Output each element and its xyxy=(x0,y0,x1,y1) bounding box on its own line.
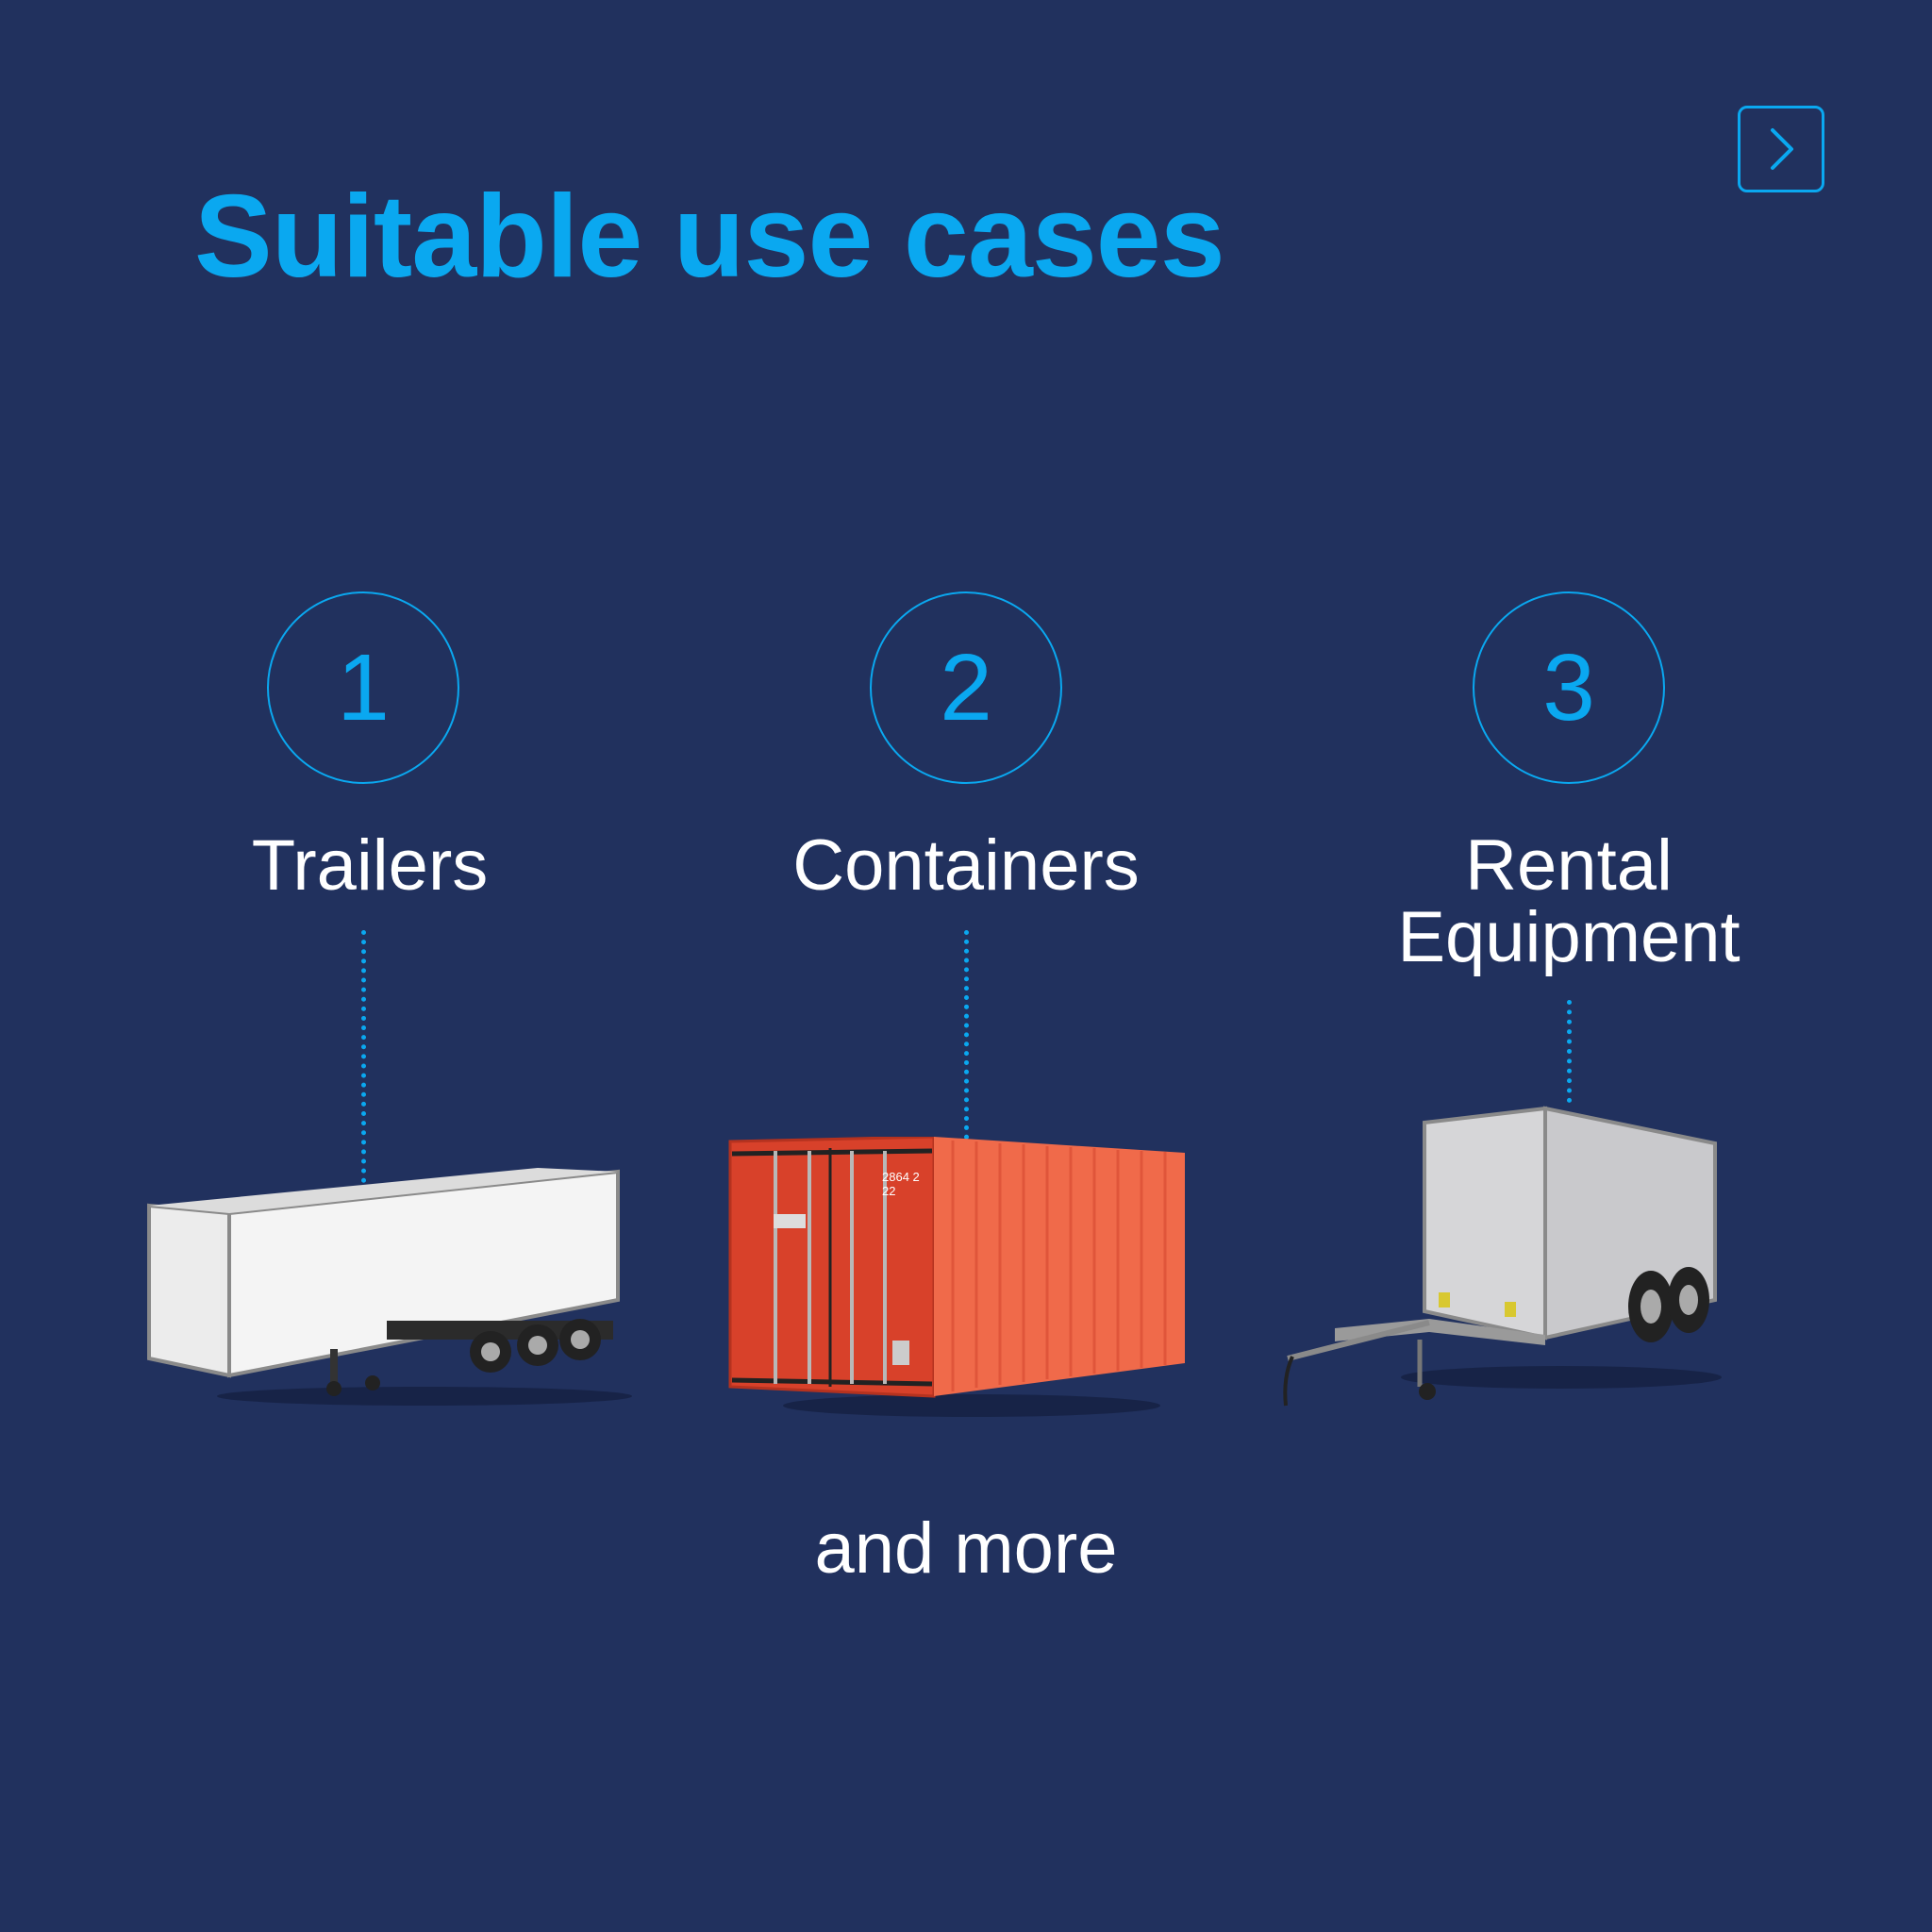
and-more-text: and more xyxy=(814,1508,1118,1589)
step-number-1: 1 xyxy=(267,591,459,784)
chevron-right-icon xyxy=(1771,128,1793,170)
box-trailer-image xyxy=(1283,1106,1722,1407)
use-case-label-rental-line2: Equipment xyxy=(1397,897,1740,977)
step-number-3: 3 xyxy=(1473,591,1665,784)
dotted-connector xyxy=(361,930,366,1183)
shipping-container-image: 2864 2 22 xyxy=(728,1137,1185,1417)
use-case-label-trailers: Trailers xyxy=(251,825,489,906)
use-case-label-containers: Containers xyxy=(792,825,1140,906)
container-id-line1: 2864 2 xyxy=(882,1170,920,1184)
dotted-connector xyxy=(964,930,969,1140)
use-case-label-rental-line1: Rental xyxy=(1465,825,1673,906)
semi-trailer-image xyxy=(147,1168,632,1406)
page-title: Suitable use cases xyxy=(194,172,1225,302)
dotted-connector xyxy=(1567,1000,1572,1103)
step-number-2: 2 xyxy=(870,591,1062,784)
next-button[interactable] xyxy=(1738,106,1824,192)
container-id-line2: 22 xyxy=(882,1184,895,1198)
